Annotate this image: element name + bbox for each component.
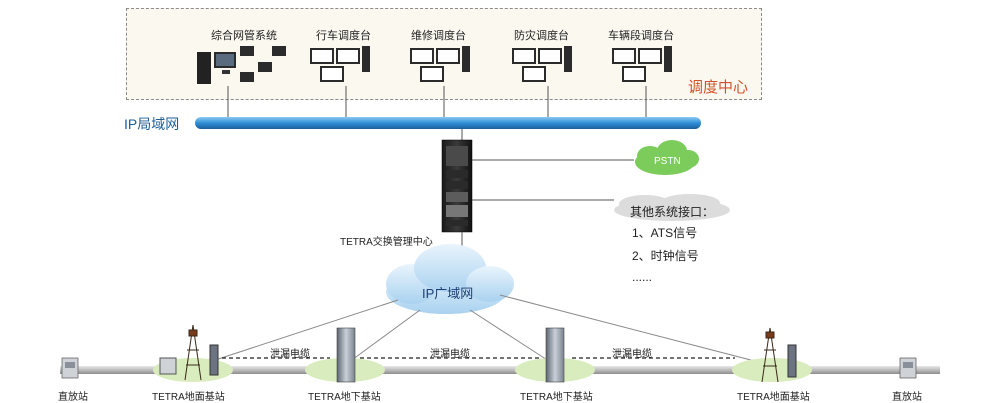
station-label-underground: TETRA地下基站: [308, 392, 381, 403]
underground-bts-icon: [545, 327, 565, 383]
leaky-cable-label: 泄漏电缆: [612, 349, 652, 360]
lan-pipe: [195, 117, 701, 129]
network-management-pc-icon: [197, 46, 286, 84]
workstation-label-network-mgmt: 综合网管系统: [211, 30, 277, 42]
pstn-label: PSTN: [654, 156, 681, 167]
ground-tower-icon: [761, 327, 797, 383]
dispatch-center-label: 调度中心: [688, 79, 749, 96]
repeater-icon: [899, 357, 917, 379]
dispatch-console-icon: [310, 46, 370, 82]
dispatch-console-icon: [410, 46, 470, 82]
dispatch-console-icon: [612, 46, 672, 82]
other-interface-item: 2、时钟信号: [632, 249, 699, 263]
station-label-repeater: 直放站: [58, 392, 88, 403]
lan-label: IP局域网: [124, 116, 180, 132]
workstation-links: [227, 86, 647, 118]
other-interfaces-cloud-icon: [614, 194, 730, 221]
other-interface-item: 1、ATS信号: [632, 226, 698, 240]
other-interfaces-title: 其他系统接口：: [630, 205, 715, 219]
ip-wan-cloud-icon: [386, 244, 514, 314]
underground-bts-icon: [336, 327, 356, 383]
switch-center-label: TETRA交换管理中心: [340, 237, 433, 248]
ip-wan-label: IP广域网: [422, 286, 474, 301]
track-line: [60, 366, 940, 374]
station-label-ground: TETRA地面基站: [737, 392, 810, 403]
workstation-label-train-dispatch: 行车调度台: [316, 30, 371, 42]
station-label-underground: TETRA地下基站: [520, 392, 593, 403]
ground-tower-icon: [159, 324, 219, 381]
workstation-label-depot-dispatch: 车辆段调度台: [608, 30, 674, 42]
other-interface-item: ......: [632, 270, 653, 284]
pstn-cloud-icon: [635, 140, 699, 175]
workstation-label-maintenance-dispatch: 维修调度台: [411, 30, 466, 42]
leaky-cable-label: 泄漏电缆: [430, 349, 470, 360]
station-label-repeater: 直放站: [892, 392, 922, 403]
server-rack-icon: [441, 139, 473, 233]
wan-station-links: [199, 294, 771, 366]
leaky-cable-label: 泄漏电缆: [270, 349, 310, 360]
repeater-icon: [61, 357, 79, 379]
station-label-ground: TETRA地面基站: [152, 392, 225, 403]
dispatch-console-icon: [512, 46, 572, 82]
workstation-label-disaster-dispatch: 防灾调度台: [514, 30, 569, 42]
